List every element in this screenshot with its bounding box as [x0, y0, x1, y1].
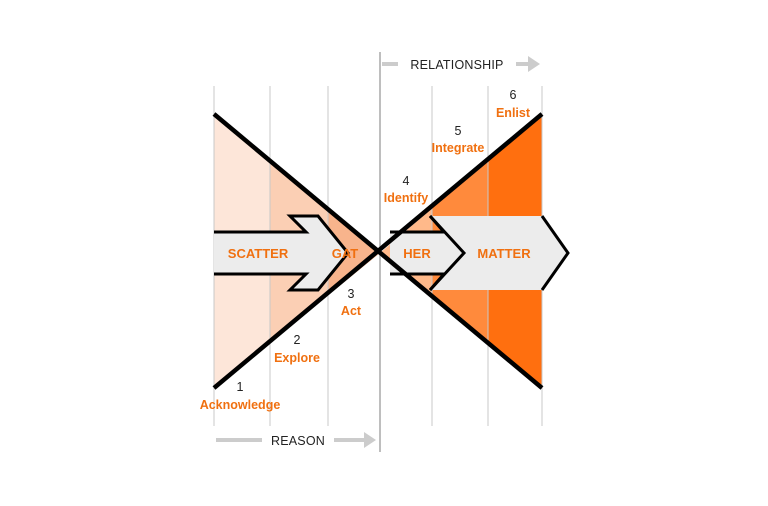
step-4: 4 Identify — [384, 174, 428, 205]
step-number: 3 — [348, 287, 355, 301]
step-label: Acknowledge — [200, 398, 281, 412]
relationship-axis: RELATIONSHIP — [382, 56, 540, 72]
step-number: 6 — [510, 88, 517, 102]
step-label: Explore — [274, 351, 320, 365]
reason-axis: REASON — [216, 432, 376, 448]
step-number: 5 — [455, 124, 462, 138]
step-label: Act — [341, 304, 362, 318]
reason-label: REASON — [271, 434, 325, 448]
her-word: HER — [403, 246, 431, 261]
step-5: 5 Integrate — [432, 124, 485, 155]
right-arrow — [390, 214, 570, 292]
step-number: 4 — [403, 174, 410, 188]
step-label: Enlist — [496, 106, 531, 120]
step-3: 3 Act — [341, 287, 362, 318]
step-2: 2 Explore — [274, 333, 320, 365]
step-number: 2 — [294, 333, 301, 347]
diagonal-up — [212, 112, 544, 390]
gat-word: GAT — [332, 246, 359, 261]
left-arrow — [214, 214, 350, 292]
x-diagonals — [212, 112, 544, 390]
step-label: Identify — [384, 191, 428, 205]
matter-word: MATTER — [477, 246, 531, 261]
arrow-right-icon — [528, 56, 540, 72]
relationship-label: RELATIONSHIP — [410, 58, 503, 72]
step-label: Integrate — [432, 141, 485, 155]
arrow-right-icon — [364, 432, 376, 448]
scatter-word: SCATTER — [228, 246, 289, 261]
step-number: 1 — [237, 380, 244, 394]
step-1: 1 Acknowledge — [200, 380, 281, 412]
step-6: 6 Enlist — [496, 88, 531, 120]
